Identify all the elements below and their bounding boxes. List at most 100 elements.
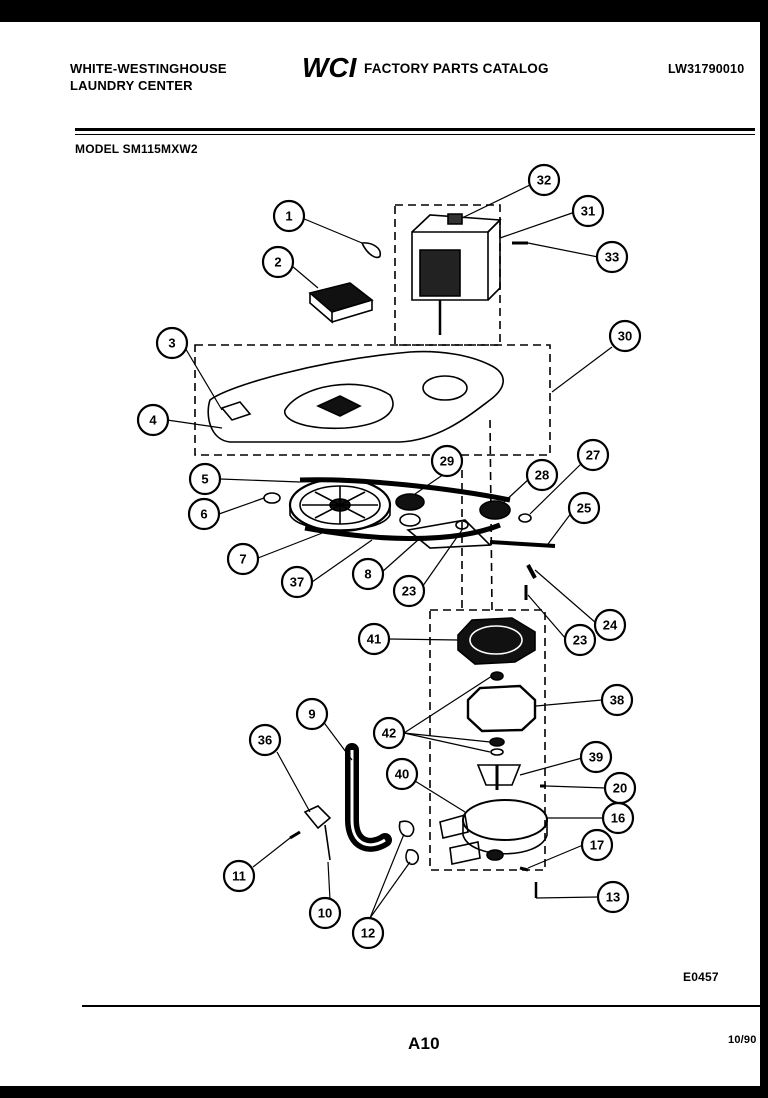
seal-part-42a: [490, 671, 504, 681]
callout-31: 31: [571, 194, 605, 228]
callout-7: 7: [226, 542, 260, 576]
svg-text:37: 37: [290, 575, 304, 590]
callout-29: 29: [430, 444, 464, 478]
svg-text:25: 25: [577, 501, 591, 516]
screw-part-11: [289, 830, 301, 840]
screw-part-17: [519, 866, 529, 872]
svg-text:9: 9: [308, 707, 315, 722]
svg-text:23: 23: [402, 584, 416, 599]
bracket-arm-part-10: [324, 824, 331, 861]
callout-6: 6: [187, 497, 221, 531]
header-rule-thin: [75, 134, 755, 135]
diagram-code: E0457: [683, 970, 719, 984]
seal-part-42c: [490, 748, 504, 756]
brand-block: WHITE-WESTINGHOUSE LAUNDRY CENTER: [70, 60, 227, 94]
pump-housing: [462, 799, 548, 841]
base-plate: [207, 350, 504, 443]
callout-9: 9: [295, 697, 329, 731]
callout-27: 27: [576, 438, 610, 472]
svg-text:33: 33: [605, 250, 619, 265]
callout-25: 25: [567, 491, 601, 525]
motor-pulley: [479, 500, 511, 520]
callout-16: 16: [601, 801, 635, 835]
callout-40: 40: [385, 757, 419, 791]
callout-8: 8: [351, 557, 385, 591]
callout-13: 13: [596, 880, 630, 914]
catalog-number: LW31790010: [668, 62, 745, 76]
callout-32: 32: [527, 163, 561, 197]
pump-boss: [486, 849, 504, 861]
pump-cover-ring: [469, 625, 523, 655]
callout-23b: 23: [563, 623, 597, 657]
seal-part-42b: [489, 737, 505, 747]
base-round-hole: [422, 375, 468, 401]
callout-20: 20: [603, 771, 637, 805]
base-group-box: [194, 344, 551, 456]
scan-border-top: [0, 0, 768, 22]
scan-border-right: [760, 0, 768, 1098]
clip-part-1: [360, 242, 382, 259]
svg-text:7: 7: [239, 552, 246, 567]
callout-1: 1: [272, 199, 306, 233]
washer-part-6: [263, 492, 281, 504]
svg-text:29: 29: [440, 454, 454, 469]
impeller: [476, 764, 522, 786]
callout-2: 2: [261, 245, 295, 279]
brand-line-1: WHITE-WESTINGHOUSE: [70, 61, 227, 76]
wci-logo: WCI: [302, 52, 358, 82]
svg-text:3: 3: [168, 336, 175, 351]
callout-24: 24: [593, 608, 627, 642]
svg-text:24: 24: [603, 618, 618, 633]
pump-housing-body: [462, 820, 548, 855]
scan-border-bottom: [0, 1086, 768, 1098]
svg-text:32: 32: [537, 173, 551, 188]
callout-17: 17: [580, 828, 614, 862]
svg-text:2: 2: [274, 255, 281, 270]
hose-clamp-a: [398, 820, 415, 838]
svg-text:16: 16: [611, 811, 625, 826]
svg-text:8: 8: [364, 567, 371, 582]
base-boss: [284, 383, 394, 430]
motor-coil: [419, 249, 461, 297]
callout-39: 39: [579, 740, 613, 774]
drive-belt-lower: [304, 522, 501, 541]
svg-text:10: 10: [318, 906, 332, 921]
pad-edge: [309, 293, 333, 324]
svg-text:41: 41: [367, 632, 381, 647]
svg-text:42: 42: [382, 726, 396, 741]
svg-text:30: 30: [618, 329, 632, 344]
svg-text:38: 38: [610, 693, 624, 708]
svg-text:23: 23: [573, 633, 587, 648]
base-bracket: [220, 401, 252, 421]
idler-bracket: [406, 519, 492, 549]
pump-group-box: [429, 609, 546, 871]
callout-41: 41: [357, 622, 391, 656]
svg-text:40: 40: [395, 767, 409, 782]
pad-part-2: [308, 282, 374, 313]
motor-group-box: [394, 204, 501, 346]
motor-side: [487, 218, 501, 301]
callout-23a: 23: [392, 574, 426, 608]
svg-text:11: 11: [232, 869, 246, 884]
leader-lines: [166, 183, 613, 919]
svg-text:28: 28: [535, 468, 549, 483]
svg-text:27: 27: [586, 448, 600, 463]
svg-text:6: 6: [200, 507, 207, 522]
spring-part-24: [526, 564, 537, 579]
large-pulley-edge: [289, 505, 391, 531]
footer-rule: [82, 1005, 762, 1007]
callout-5: 5: [188, 462, 222, 496]
bracket-pivot: [455, 520, 469, 530]
callout-33: 33: [595, 240, 629, 274]
svg-text:12: 12: [361, 926, 375, 941]
catalog-title: FACTORY PARTS CATALOG: [364, 61, 549, 76]
pump-inlet: [439, 813, 469, 839]
callout-37: 37: [280, 565, 314, 599]
header-rule: [75, 128, 755, 131]
idler-pulley: [395, 493, 425, 511]
revision-date: 10/90: [728, 1034, 757, 1046]
callout-10: 10: [308, 896, 342, 930]
model-number: MODEL SM115MXW2: [75, 142, 198, 156]
drain-hose: [345, 743, 392, 852]
callout-12: 12: [351, 916, 385, 950]
